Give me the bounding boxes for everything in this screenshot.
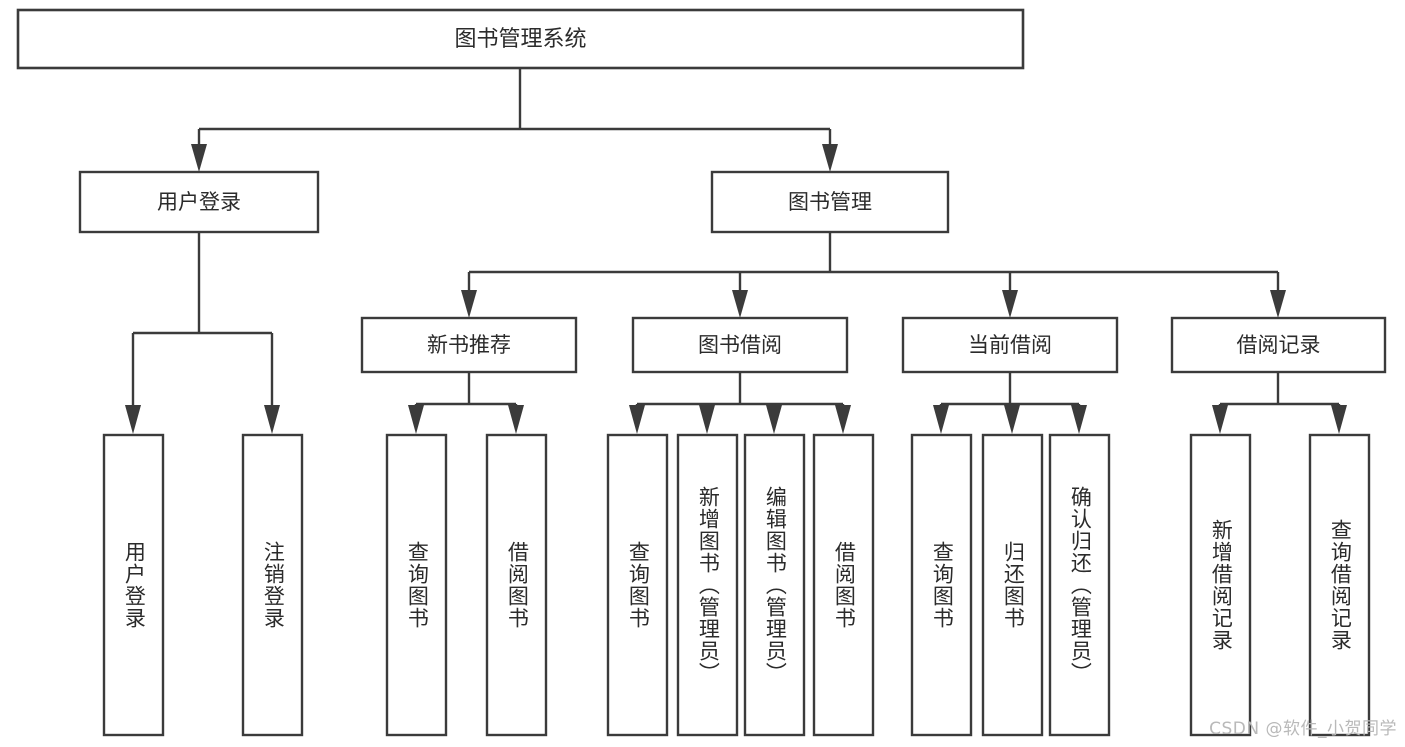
connector-book-borrow-to-leaves bbox=[629, 372, 851, 434]
node-user-login-box[interactable] bbox=[78, 170, 320, 234]
node-borrow-record-label: 借阅记录 bbox=[1237, 333, 1321, 357]
arrow-head-leaf-borrow-book-1 bbox=[508, 405, 524, 434]
arrow-head-book-borrow bbox=[732, 290, 748, 318]
node-leaf-user-logout-box[interactable] bbox=[241, 433, 304, 737]
node-leaf-return-book-box[interactable] bbox=[981, 433, 1044, 737]
arrow-head-leaf-add-record bbox=[1212, 405, 1228, 434]
node-book-borrow-box[interactable] bbox=[631, 316, 849, 374]
arrow-head-user-login bbox=[191, 144, 207, 172]
arrow-head-leaf-return-book bbox=[1004, 405, 1020, 434]
node-leaf-query-book-1-box[interactable] bbox=[385, 433, 448, 737]
node-leaf-borrow-book-2-box[interactable] bbox=[812, 433, 875, 737]
node-borrow-record[interactable]: 借阅记录 bbox=[1170, 316, 1387, 374]
connector-user-login-to-leaves bbox=[125, 232, 280, 434]
node-current-borrow-box[interactable] bbox=[901, 316, 1119, 374]
node-borrow-record-box[interactable] bbox=[1170, 316, 1387, 374]
node-new-book-recommend-box[interactable] bbox=[360, 316, 578, 374]
arrow-head-leaf-add-book bbox=[699, 405, 715, 434]
node-root-box[interactable] bbox=[16, 8, 1025, 70]
arrow-head-leaf-edit-book bbox=[766, 405, 782, 434]
node-leaf-borrow-book-1-box[interactable] bbox=[485, 433, 548, 737]
connector-book-manage-to-level3 bbox=[461, 232, 1286, 318]
arrow-head-book-manage bbox=[822, 144, 838, 172]
arrow-head-leaf-query-book-1 bbox=[408, 405, 424, 434]
arrow-head-leaf-user-logout bbox=[264, 405, 280, 434]
node-new-book-recommend[interactable]: 新书推荐 bbox=[360, 316, 578, 374]
arrow-head-leaf-query-book-2 bbox=[629, 405, 645, 434]
connector-borrow-record-to-leaves bbox=[1212, 372, 1347, 434]
node-leaf-query-book-3-box[interactable] bbox=[910, 433, 973, 737]
node-root[interactable]: 图书管理系统 bbox=[16, 8, 1025, 70]
node-current-borrow-label: 当前借阅 bbox=[968, 333, 1052, 357]
node-leaf-confirm-return-box[interactable] bbox=[1048, 433, 1111, 737]
arrow-head-new-book-recommend bbox=[461, 290, 477, 318]
arrow-head-leaf-query-book-3 bbox=[933, 405, 949, 434]
node-book-manage-label: 图书管理 bbox=[788, 190, 872, 214]
node-book-borrow-label: 图书借阅 bbox=[698, 333, 782, 357]
node-current-borrow[interactable]: 当前借阅 bbox=[901, 316, 1119, 374]
arrow-head-current-borrow bbox=[1002, 290, 1018, 318]
connector-new-book-recommend-to-leaves bbox=[408, 372, 524, 434]
node-new-book-recommend-label: 新书推荐 bbox=[427, 333, 511, 357]
node-leaf-query-book-2-box[interactable] bbox=[606, 433, 669, 737]
node-leaf-add-book-box[interactable] bbox=[676, 433, 739, 737]
node-root-label: 图书管理系统 bbox=[454, 27, 586, 52]
arrow-head-leaf-query-record bbox=[1331, 405, 1347, 434]
arrow-head-leaf-confirm-return bbox=[1071, 405, 1087, 434]
node-book-manage-box[interactable] bbox=[710, 170, 950, 234]
connector-root-to-level2 bbox=[191, 68, 838, 172]
leaf-boxes bbox=[102, 433, 1371, 737]
node-user-login-label: 用户登录 bbox=[157, 190, 241, 214]
node-leaf-query-record-box[interactable] bbox=[1308, 433, 1371, 737]
node-book-borrow[interactable]: 图书借阅 bbox=[631, 316, 849, 374]
node-book-manage[interactable]: 图书管理 bbox=[710, 170, 950, 234]
connector-current-borrow-to-leaves bbox=[933, 372, 1087, 434]
arrow-head-borrow-record bbox=[1270, 290, 1286, 318]
node-leaf-edit-book-box[interactable] bbox=[743, 433, 806, 737]
arrow-head-leaf-borrow-book-2 bbox=[835, 405, 851, 434]
arrow-head-leaf-user-login bbox=[125, 405, 141, 434]
node-user-login[interactable]: 用户登录 bbox=[78, 170, 320, 234]
node-leaf-add-record-box[interactable] bbox=[1189, 433, 1252, 737]
node-leaf-user-login-box[interactable] bbox=[102, 433, 165, 737]
csdn-watermark: CSDN @软件_小贺同学 bbox=[1209, 719, 1397, 739]
